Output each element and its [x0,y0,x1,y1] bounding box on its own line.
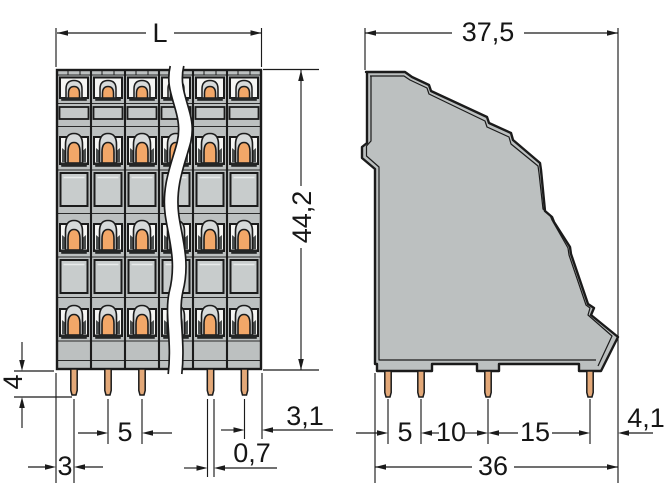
break-line [163,64,193,375]
dim-side-pin-spacings: 5 10 15 4,1 [356,373,665,483]
side-pins [384,370,594,398]
front-outline [55,68,263,371]
dim-label-3: 3 [57,451,72,481]
dim-front-pin-width: 0,7 [184,399,277,477]
dim-label-10: 10 [436,417,466,447]
side-pin-2 [417,370,425,398]
dim-label-4-1: 4,1 [627,403,665,433]
side-view: 37,5 5 10 15 [356,17,665,483]
dim-label-44-2: 44,2 [287,191,317,244]
dim-front-width-L: L [55,18,263,67]
front-pole-separators [89,70,229,369]
side-housing [360,70,620,373]
dim-label-5-side: 5 [397,417,412,447]
dim-side-depth: 37,5 [364,17,619,483]
dim-label-L: L [152,18,167,48]
side-pin-3 [484,370,492,398]
front-pins [70,368,249,396]
dim-label-37-5: 37,5 [462,17,515,47]
dim-label-4: 4 [0,374,28,389]
dim-label-3-1: 3,1 [286,401,324,431]
side-pin-1 [384,370,392,398]
front-view: L 44,2 4 [0,18,333,483]
dim-label-36: 36 [478,451,508,481]
dim-front-edge-to-pin: 3 [28,373,103,483]
dim-front-pin-to-edge: 3,1 [221,373,333,439]
dim-label-15: 15 [520,417,550,447]
front-pin-3 [138,368,146,396]
dim-front-height: 44,2 [263,68,319,371]
side-housing-inner-line [365,75,613,367]
dim-label-5-front: 5 [117,417,132,447]
front-pin-2 [104,368,112,396]
front-pin-5 [206,368,215,396]
dim-side-overall: 36 [375,451,618,481]
front-pin-6 [240,368,249,396]
front-pin-1 [70,368,78,396]
dim-label-0-7: 0,7 [233,438,271,468]
dim-front-pitch: 5 [78,399,172,447]
side-pin-4 [586,370,594,398]
dim-front-pin-length: 4 [0,342,72,428]
